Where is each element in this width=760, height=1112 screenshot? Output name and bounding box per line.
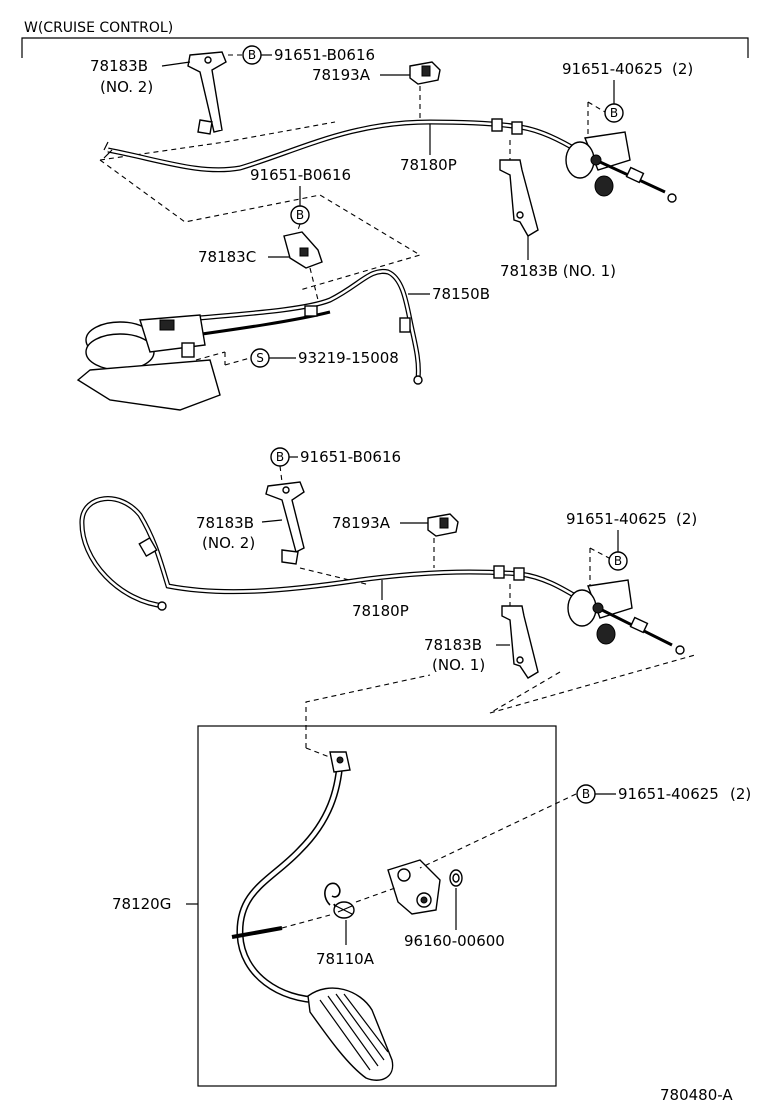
- label-mid-bracket-no1: 78183B: [424, 636, 482, 654]
- label-bolt-pair: 91651-40625: [562, 60, 663, 78]
- mid-dashed-line: [299, 567, 371, 586]
- label-pedal: 78120G: [112, 895, 171, 913]
- label-mid-bracket-no1-note: (NO. 1): [432, 656, 485, 674]
- label-bushing: 96160-00600: [404, 932, 505, 950]
- bolt-circle-code: B: [248, 48, 256, 62]
- label-actuator-cable: 78150B: [432, 285, 490, 303]
- bracket-no1-part: [499, 159, 539, 237]
- label-cable: 78180P: [400, 156, 457, 174]
- pedal-frame-box: [197, 725, 557, 1087]
- label-clamp-bolt: 91651-B0616: [250, 166, 351, 184]
- upper-dashed-plane-top: [99, 121, 336, 161]
- pedal-pad-part: [307, 987, 394, 1081]
- pedal-arm-part: [231, 751, 351, 1004]
- label-bolt-pair-qty: (2): [672, 60, 693, 78]
- screw-circle-code: S: [256, 351, 264, 365]
- pivot-bracket-part: [387, 859, 441, 915]
- bracket-no2-part: [265, 481, 305, 565]
- bolt-circle-icon: [608, 551, 628, 571]
- label-clamp: 78193A: [312, 66, 371, 84]
- clamp-part: [427, 513, 459, 537]
- bolt-circle-code: B: [276, 450, 284, 464]
- label-mid-bolt-pair-qty: (2): [676, 510, 697, 528]
- header-title: W(CRUISE CONTROL): [24, 20, 173, 36]
- label-mid-bracket-no2-bolt: 91651-B0616: [300, 448, 401, 466]
- label-bracket-no2-bolt: 91651-B0616: [274, 46, 375, 64]
- upper-assembly: B 91651-B0616 78183B (NO. 2) 78193A 7818…: [76, 45, 693, 411]
- label-bracket-no2-note: (NO. 2): [100, 78, 153, 96]
- cable-end-mount-part: [567, 579, 685, 655]
- label-bracket-c: 78183C: [198, 248, 256, 266]
- bracket-no1-part: [501, 605, 539, 679]
- header-bracket-line: [21, 37, 749, 58]
- bolt-circle-code: B: [614, 554, 622, 568]
- label-mid-cable: 78180P: [352, 602, 409, 620]
- bolt-circle-icon: [604, 103, 624, 123]
- label-bracket-no1: 78183B (NO. 1): [500, 262, 616, 280]
- label-pedal-bolt-pair: 91651-40625: [618, 785, 719, 803]
- mid-dashed-plane: [489, 654, 696, 714]
- label-bracket-no2: 78183B: [90, 57, 148, 75]
- label-pedal-bolt-pair-qty: (2): [730, 785, 751, 803]
- label-mid-bracket-no2: 78183B: [196, 514, 254, 532]
- label-mid-bracket-no2-note: (NO. 2): [202, 534, 255, 552]
- cable-end-mount-part: [565, 131, 677, 203]
- bolt-circle-code: B: [582, 787, 590, 801]
- pedal-dashed-connector: [305, 674, 431, 748]
- label-mid-bolt-pair: 91651-40625: [566, 510, 667, 528]
- middle-assembly: B 91651-B0616 78183B (NO. 2) 78193A: [79, 447, 697, 714]
- pedal-assembly: 78110A 96160-00600 B 91651-40625 (2) 781…: [112, 674, 751, 1087]
- actuator-body-part: [76, 314, 221, 411]
- spring-part: [324, 882, 355, 919]
- label-mid-clamp: 78193A: [332, 514, 391, 532]
- bracket-c-part: [283, 231, 323, 269]
- bolt-circle-code: B: [296, 208, 304, 222]
- figure-code: 780480-A: [660, 1086, 733, 1104]
- label-screw: 93219-15008: [298, 349, 399, 367]
- clamp-part: [409, 61, 441, 85]
- label-spring: 78110A: [316, 950, 375, 968]
- bolt-circle-code: B: [610, 106, 618, 120]
- bracket-no2-part: [187, 51, 227, 135]
